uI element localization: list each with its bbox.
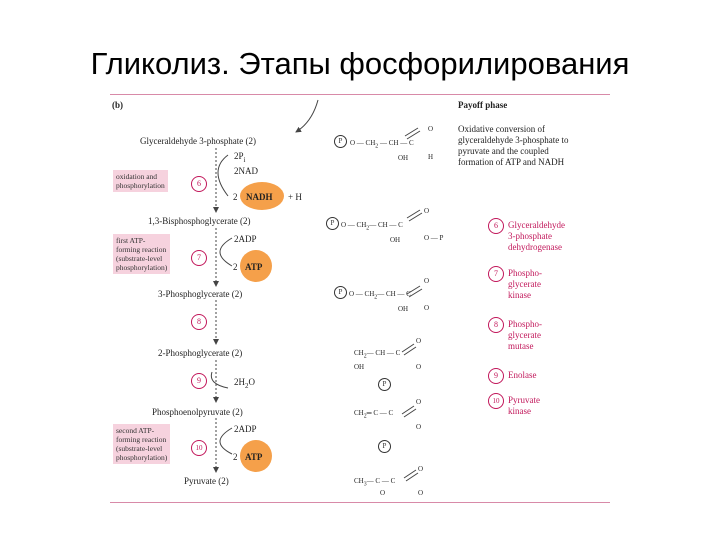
enzyme-name-line: Glyceraldehyde: [508, 220, 565, 230]
payoff-desc-line: Oxidative conversion of: [458, 124, 545, 134]
oxidation-box: oxidation and phosphorylation: [113, 170, 168, 192]
first-atp-box: first ATP- forming reaction (substrate-l…: [113, 234, 171, 274]
metabolite-g3p: Glyceraldehyde 3-phosphate (2): [140, 136, 256, 146]
struct-text: CH2═ C — C: [354, 409, 394, 420]
struct-text: O: [416, 337, 422, 345]
cofactor-atp-1: ATP: [245, 262, 263, 272]
enzyme-name-line: Phospho-: [508, 319, 543, 329]
nadh-circle: [240, 182, 284, 210]
enzyme-name-line: mutase: [508, 341, 534, 351]
cofactor-h: + H: [288, 192, 302, 202]
cofactor-adp-2: 2ADP: [234, 424, 257, 434]
struct-text: O: [416, 398, 422, 406]
enzyme-name-line: kinase: [508, 406, 531, 416]
top-rule: [110, 94, 610, 95]
step-7-marker: 7: [191, 250, 207, 266]
phosphate-icon: P: [378, 440, 391, 453]
enzyme-name-line: glycerate: [508, 330, 541, 340]
struct-text: O: [380, 489, 386, 497]
struct-text: OH: [354, 363, 365, 371]
panel-label: (b): [112, 100, 123, 110]
payoff-desc-line: glyceraldehyde 3-phosphate to: [458, 135, 569, 145]
struct-text: O — CH2 — CH — C: [350, 139, 414, 150]
atp-circle-1: [240, 250, 272, 282]
step-6-marker: 6: [191, 176, 207, 192]
box-line: (substrate-level: [116, 254, 163, 263]
enzyme-name-line: 3-phosphate: [508, 231, 552, 241]
metabolite-pyruvate: Pyruvate (2): [184, 476, 229, 486]
cofactor-nadh: NADH: [246, 192, 273, 202]
struct-text: CH2— CH — C: [354, 349, 401, 360]
enzyme-number: 7: [488, 266, 504, 282]
bottom-rule: [110, 502, 610, 503]
step-10-marker: 10: [191, 440, 207, 456]
enzyme-number: 10: [488, 393, 504, 409]
phosphate-icon: P: [334, 286, 347, 299]
second-atp-box: second ATP- forming reaction (substrate-…: [113, 424, 171, 464]
box-line: oxidation and: [116, 172, 158, 181]
box-line: phosphorylation): [116, 453, 168, 462]
struct-text: O: [416, 423, 422, 431]
box-line: forming reaction: [116, 435, 167, 444]
struct-text: O: [418, 489, 424, 497]
payoff-desc-line: formation of ATP and NADH: [458, 157, 565, 167]
struct-text: O — CH2— CH — C: [341, 221, 403, 232]
box-line: phosphorylation): [116, 263, 168, 272]
struct-text: OH: [398, 154, 409, 162]
struct-text: CH3— C — C: [354, 477, 396, 488]
enzyme-name-line: kinase: [508, 290, 531, 300]
metabolite-3pg: 3-Phosphoglycerate (2): [158, 289, 243, 299]
struct-text: O: [418, 465, 424, 473]
box-line: forming reaction: [116, 245, 167, 254]
struct-text: H: [428, 153, 434, 161]
slide-title: Гликолиз. Этапы фосфорилирования: [90, 46, 630, 81]
payoff-desc-line: pyruvate and the coupled: [458, 146, 549, 156]
phosphate-icon: P: [326, 217, 339, 230]
struct-text: O: [424, 207, 430, 215]
box-line: (substrate-level: [116, 444, 163, 453]
cofactor-atp-2: ATP: [245, 452, 263, 462]
struct-text: O: [424, 277, 430, 285]
enzyme-number: 8: [488, 317, 504, 333]
metabolite-2pg: 2-Phosphoglycerate (2): [158, 348, 243, 358]
cofactor-nad: 2NAD: [234, 166, 258, 176]
cofactor-nadh-count: 2: [233, 192, 238, 202]
box-line: phosphorylation: [116, 181, 165, 190]
struct-text: O — CH2— CH — C: [349, 290, 411, 301]
metabolite-pep: Phosphoenolpyruvate (2): [152, 407, 243, 417]
struct-text: OH: [398, 305, 409, 313]
atp-circle-2: [240, 440, 272, 472]
cofactor-atp-count-2: 2: [233, 452, 238, 462]
enzyme-name-line: dehydrogenase: [508, 242, 562, 252]
cofactor-pi: 2Pi: [234, 151, 246, 164]
enzyme-name-line: Enolase: [508, 370, 537, 380]
struct-text: O — P: [424, 234, 444, 242]
struct-text: O: [428, 125, 434, 133]
cofactor-adp-1: 2ADP: [234, 234, 257, 244]
struct-text: OH: [390, 236, 401, 244]
enzyme-name-line: Phospho-: [508, 268, 543, 278]
metabolite-bpg: 1,3-Bisphosphoglycerate (2): [148, 216, 251, 226]
struct-text: O: [424, 304, 430, 312]
box-line: second ATP-: [116, 426, 155, 435]
box-line: first ATP-: [116, 236, 146, 245]
cofactor-h2o: 2H2O: [234, 377, 255, 390]
phosphate-icon: P: [334, 135, 347, 148]
step-9-marker: 9: [191, 373, 207, 389]
enzyme-name-line: Pyruvate: [508, 395, 540, 405]
enzyme-name-line: glycerate: [508, 279, 541, 289]
enzyme-number: 6: [488, 218, 504, 234]
enzyme-number: 9: [488, 368, 504, 384]
cofactor-atp-count-1: 2: [233, 262, 238, 272]
struct-text: O: [416, 363, 422, 371]
phosphate-icon: P: [378, 378, 391, 391]
step-8-marker: 8: [191, 314, 207, 330]
phase-label: Payoff phase: [458, 100, 508, 110]
